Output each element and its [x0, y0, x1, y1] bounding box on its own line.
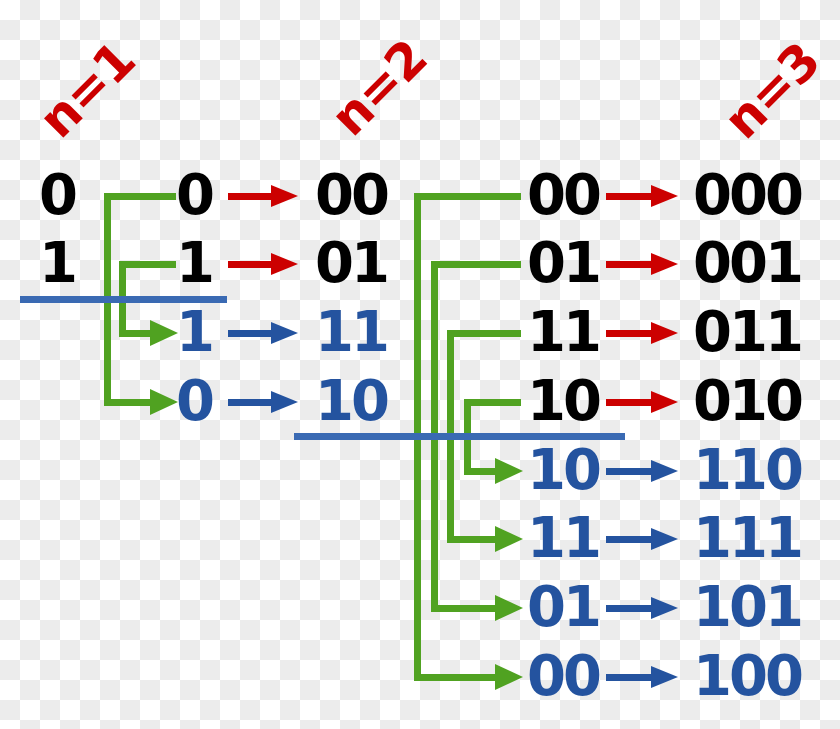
prefix-1-arrow-n2-row7-head [651, 596, 678, 619]
n2-reflected-row4: 10 [527, 369, 602, 434]
column-label-n3: n=3 [712, 31, 832, 151]
prefix-1-arrow-n2-row7-shaft [606, 604, 655, 612]
reflect-bracket-n2-2-top-segment [430, 260, 521, 268]
prefix-1-arrow-n1-row3-shaft [228, 329, 275, 337]
prefix-0-arrow-n2-row4-head [651, 390, 678, 413]
n2-reflected-row2: 01 [527, 231, 602, 296]
column-label-n2: n=2 [319, 28, 439, 148]
prefix-0-arrow-n2-row1-head [651, 184, 678, 207]
prefix-1-arrow-n2-row6-shaft [606, 535, 655, 543]
n1-code-row1: 0 [39, 163, 78, 228]
n2-reflected-row6: 11 [527, 506, 602, 571]
n2-code-row3: 11 [315, 300, 390, 365]
prefix-1-arrow-n2-row5-shaft [606, 467, 655, 475]
n3-code-row2: 001 [693, 231, 804, 296]
reflect-bracket-n2-1-reflect-copy-arrow-head [495, 664, 523, 690]
prefix-1-arrow-n1-row4-shaft [228, 398, 275, 406]
reflect-bracket-n1-inner-reflect-copy-arrow-shaft [119, 329, 154, 337]
n3-code-row3: 011 [693, 300, 804, 365]
n3-code-row1: 000 [693, 163, 804, 228]
prefix-0-arrow-n2-row2-shaft [606, 260, 655, 268]
n3-code-row4: 010 [693, 369, 804, 434]
prefix-0-arrow-n1-row2-shaft [228, 260, 275, 268]
n3-code-row7: 101 [693, 575, 804, 640]
n2-reflected-row8: 00 [527, 644, 602, 709]
n1-reflected-row1: 0 [176, 163, 215, 228]
n2-code-row1: 00 [315, 163, 390, 228]
reflection-axis-n2 [294, 432, 625, 440]
column-label-n1: n=1 [27, 30, 147, 150]
reflect-bracket-n2-4-reflect-copy-arrow-head [495, 458, 523, 484]
prefix-0-arrow-n1-row2-head [271, 252, 298, 275]
reflect-bracket-n2-2-reflect-copy-arrow-head [495, 595, 523, 621]
n1-code-row2: 1 [39, 231, 78, 296]
n3-code-row5: 110 [693, 438, 804, 503]
n2-reflected-row1: 00 [527, 163, 602, 228]
prefix-0-arrow-n2-row2-head [651, 252, 678, 275]
n3-code-row6: 111 [693, 506, 804, 571]
prefix-0-arrow-n2-row3-shaft [606, 329, 655, 337]
prefix-0-arrow-n2-row4-shaft [606, 398, 655, 406]
prefix-1-arrow-n2-row8-shaft [606, 673, 655, 681]
n1-reflected-row4: 0 [176, 369, 215, 434]
prefix-0-arrow-n2-row1-shaft [606, 192, 655, 200]
reflect-bracket-n1-inner-reflect-copy-arrow-head [150, 320, 178, 346]
reflect-bracket-n2-2-reflect-copy-arrow-shaft [430, 604, 499, 612]
n3-code-row8: 100 [693, 644, 804, 709]
n2-reflected-row3: 11 [527, 300, 602, 365]
reflect-bracket-n1-inner-top-segment [119, 260, 176, 268]
reflect-bracket-n2-3-top-segment [447, 329, 521, 337]
n1-reflected-row2: 1 [176, 231, 215, 296]
prefix-0-arrow-n1-row1-head [271, 184, 298, 207]
reflection-axis-n1 [20, 295, 227, 303]
reflect-bracket-n1-outer-reflect-copy-arrow-head [150, 389, 178, 415]
reflect-bracket-n2-4-reflect-copy-arrow-shaft [463, 467, 499, 475]
n1-reflected-row3: 1 [176, 300, 215, 365]
prefix-1-arrow-n1-row4-head [271, 390, 298, 413]
reflect-bracket-n2-1-top-segment [413, 192, 521, 200]
n2-reflected-row7: 01 [527, 575, 602, 640]
n2-code-row2: 01 [315, 231, 390, 296]
reflect-bracket-n2-3-reflect-copy-arrow-head [495, 526, 523, 552]
reflect-bracket-n2-1-reflect-copy-arrow-shaft [413, 673, 499, 681]
prefix-1-arrow-n2-row5-head [651, 459, 678, 482]
prefix-1-arrow-n2-row6-head [651, 527, 678, 550]
prefix-0-arrow-n2-row3-head [651, 321, 678, 344]
prefix-1-arrow-n1-row3-head [271, 321, 298, 344]
reflect-bracket-n2-3-reflect-copy-arrow-shaft [447, 535, 499, 543]
reflect-bracket-n2-4-top-segment [463, 398, 521, 406]
reflect-bracket-n1-outer-reflect-copy-arrow-shaft [103, 398, 154, 406]
n2-code-row4: 10 [315, 369, 390, 434]
reflect-bracket-n1-outer-top-segment [103, 192, 176, 200]
n2-reflected-row5: 10 [527, 438, 602, 503]
prefix-0-arrow-n1-row1-shaft [228, 192, 275, 200]
prefix-1-arrow-n2-row8-head [651, 665, 678, 688]
